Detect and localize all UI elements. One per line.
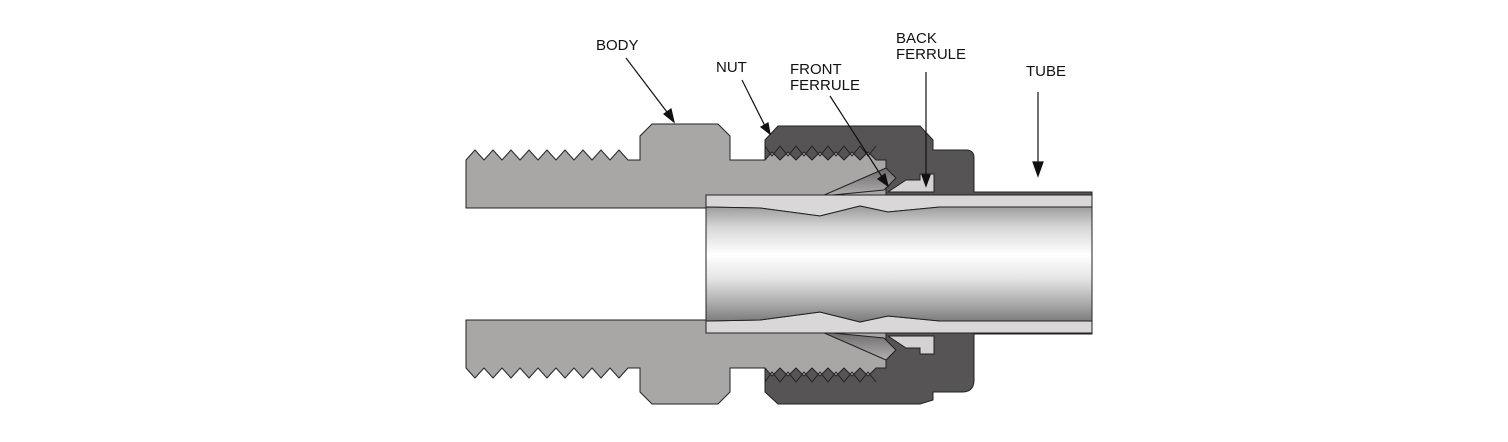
label-tube: TUBE [1026, 63, 1067, 80]
back-ferrule-lower [886, 335, 935, 355]
front-ferrule-arrow-head [876, 172, 889, 188]
back-ferrule-upper [886, 173, 935, 193]
nut-thread-upper [764, 145, 877, 157]
label-back-ferrule: BACK FERRULE [896, 31, 966, 63]
label-nut: NUT [716, 59, 747, 76]
nut-thread-lower [764, 371, 877, 383]
body-arrow-line [625, 57, 671, 117]
back-ferrule-arrow-head [921, 174, 931, 188]
arrows [625, 57, 1044, 188]
nut-arrow-line [741, 79, 767, 129]
front-ferrule-arrow-line [829, 95, 885, 181]
label-front-ferrule-line2: FERRULE [790, 77, 861, 94]
tube-inner [705, 205, 1093, 323]
label-back-ferrule-line2: FERRULE [896, 46, 967, 63]
label-front-ferrule-line1: FRONT [790, 61, 842, 78]
label-back-ferrule-line1: BACK [896, 30, 937, 47]
label-front-ferrule: FRONT FERRULE [790, 62, 860, 94]
front-ferrule-lower [821, 331, 897, 361]
nut-arrow-head [759, 122, 771, 136]
tube-arrow-head [1032, 161, 1044, 178]
label-body: BODY [596, 37, 639, 54]
body-shape [465, 123, 887, 209]
body-shape-lower [465, 319, 887, 405]
body-arrow-head [663, 107, 675, 124]
front-ferrule-upper [821, 167, 897, 197]
body-bore [466, 208, 706, 320]
